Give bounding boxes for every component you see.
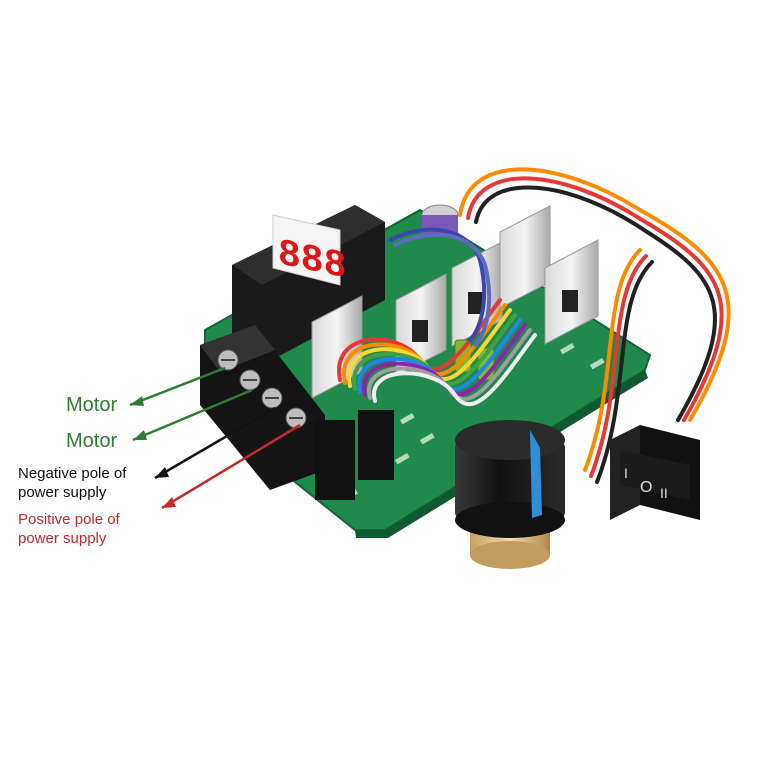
label-negative-line2: power supply xyxy=(18,484,107,501)
seven-segment-display: 888 xyxy=(272,214,346,289)
label-negative-pole: Negative pole of power supply xyxy=(18,464,126,502)
callout-arrows xyxy=(129,366,301,510)
arrow-motor-2 xyxy=(132,388,253,442)
label-motor-2: Motor xyxy=(66,430,118,452)
rainbow-ribbon-cable xyxy=(337,227,537,407)
label-negative-line1: Negative pole of xyxy=(18,465,127,482)
screw-terminal-block xyxy=(200,325,325,490)
relay-block xyxy=(232,205,385,365)
label-positive-line2: power supply xyxy=(18,530,107,547)
heatsinks xyxy=(311,205,599,399)
switch-symbol-on: I xyxy=(624,465,628,481)
knob-indicator-stripe xyxy=(530,430,542,518)
potentiometer-knob xyxy=(455,420,565,569)
rocker-switch: O I II xyxy=(610,425,700,520)
arrow-motor-1 xyxy=(129,366,226,407)
pin-header-connector xyxy=(315,410,394,500)
switch-symbol-mid: II xyxy=(660,485,668,501)
label-positive-line1: Positive pole of xyxy=(18,511,120,528)
switch-symbol-off: O xyxy=(640,479,652,496)
arrow-negative xyxy=(154,406,276,480)
label-positive-pole: Positive pole of power supply xyxy=(18,510,120,548)
label-motor-1: Motor xyxy=(66,394,118,416)
switch-cable xyxy=(458,167,731,484)
arrow-positive xyxy=(161,423,301,510)
